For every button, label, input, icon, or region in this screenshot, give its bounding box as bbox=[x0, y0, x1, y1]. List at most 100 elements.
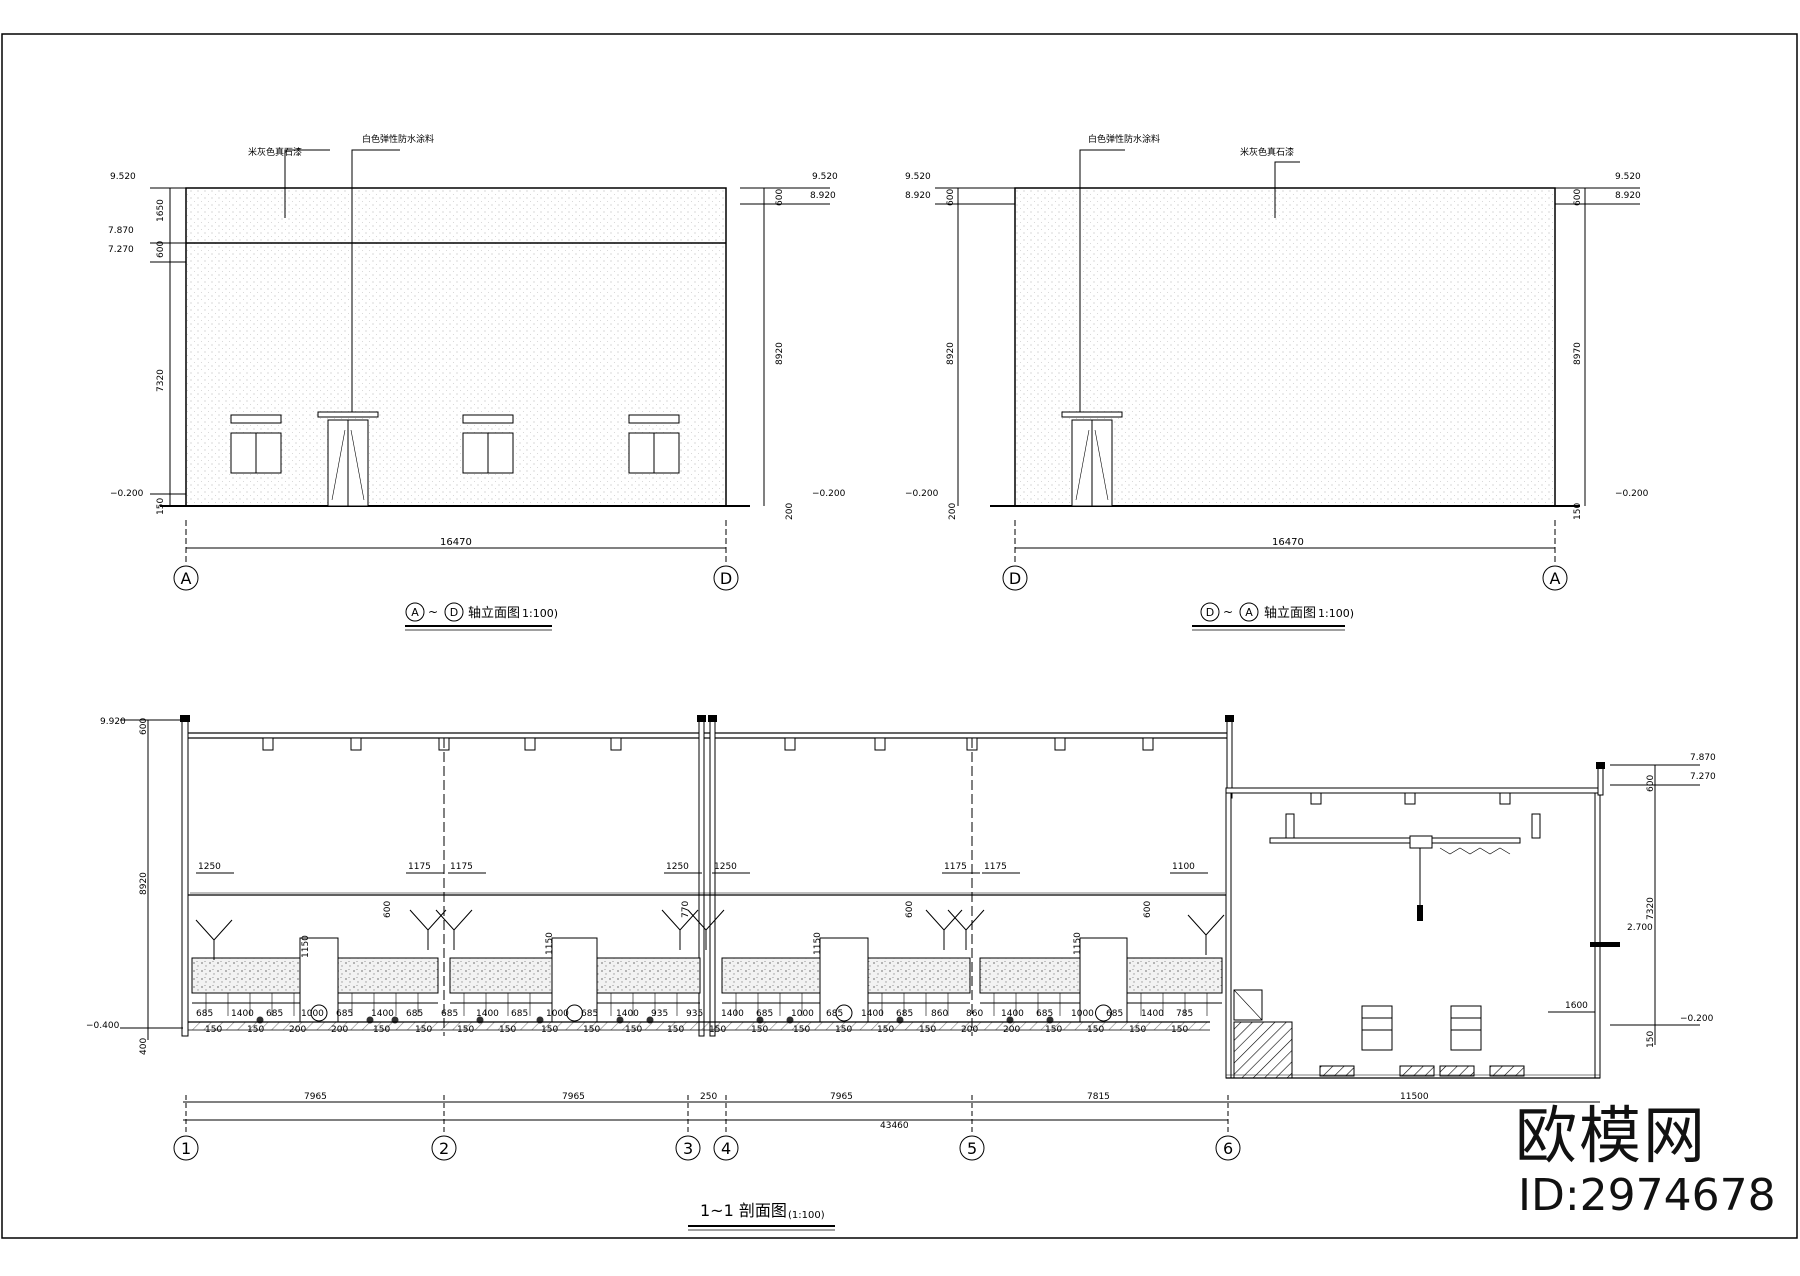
dim-text: 150 bbox=[1045, 1025, 1062, 1035]
dim-text: 1400 bbox=[1141, 1009, 1164, 1019]
dim-text: 685 bbox=[896, 1009, 913, 1019]
dim-text: 200 bbox=[785, 503, 795, 520]
dim-text: 400 bbox=[139, 1038, 149, 1055]
pipe bbox=[310, 1004, 328, 1022]
column bbox=[709, 717, 716, 1037]
dim-text: 1000 bbox=[301, 1009, 324, 1019]
level-label: 9.520 bbox=[110, 172, 136, 182]
collector bbox=[409, 909, 447, 931]
dim-text: 150 bbox=[877, 1025, 894, 1035]
collector bbox=[687, 909, 725, 931]
dim-text: 150 bbox=[1646, 1031, 1656, 1048]
annex-wall bbox=[1594, 792, 1601, 1079]
dim-text: 1400 bbox=[861, 1009, 884, 1019]
level-label: −0.200 bbox=[1615, 489, 1649, 499]
dim-text: 150 bbox=[667, 1025, 684, 1035]
dim-text: 150 bbox=[156, 498, 166, 515]
purlin bbox=[350, 737, 362, 751]
axis-label: A bbox=[1550, 569, 1561, 588]
dim-text: 200 bbox=[948, 503, 958, 520]
level-label: 7.870 bbox=[1690, 753, 1716, 763]
dim-text: 685 bbox=[196, 1009, 213, 1019]
elevation-a-d: 米灰色真石漆 白色弹性防水涂料 9.520 7.870 7.270 −0.200… bbox=[108, 133, 846, 631]
purlins bbox=[262, 737, 1511, 805]
leader-line bbox=[1079, 149, 1125, 412]
dim-text: 8920 bbox=[775, 342, 785, 365]
level-label: 9.920 bbox=[100, 717, 126, 727]
dim-text: 685 bbox=[1106, 1009, 1123, 1019]
axis-label: A bbox=[181, 569, 192, 588]
total-dim: 43460 bbox=[880, 1121, 909, 1131]
gravel-bed bbox=[1126, 957, 1223, 994]
level-label: 8.920 bbox=[1615, 191, 1641, 201]
dim-text: 1175 bbox=[408, 862, 431, 872]
axis-label: 3 bbox=[683, 1139, 693, 1158]
drawing-title: 轴立面图 bbox=[1264, 606, 1316, 621]
level-label: −0.200 bbox=[1680, 1014, 1714, 1024]
door bbox=[317, 411, 379, 507]
axis-label: 2 bbox=[439, 1139, 449, 1158]
dim-text: 150 bbox=[583, 1025, 600, 1035]
gravel-bed bbox=[337, 957, 439, 994]
axis-label: D bbox=[720, 569, 732, 588]
gravel-bed bbox=[191, 957, 301, 994]
drawing-scale: 1:100) bbox=[1318, 607, 1354, 620]
pump bbox=[1450, 1005, 1482, 1051]
dim-text: 150 bbox=[1171, 1025, 1188, 1035]
level-label: 2.700 bbox=[1627, 923, 1653, 933]
annex-roof bbox=[1225, 787, 1601, 794]
door bbox=[1061, 411, 1123, 507]
dim-text: 600 bbox=[1646, 775, 1656, 792]
dim-text: 1400 bbox=[371, 1009, 394, 1019]
purlin bbox=[1499, 792, 1511, 805]
dim-text: 685 bbox=[441, 1009, 458, 1019]
dim-text: 150 bbox=[247, 1025, 264, 1035]
collector bbox=[1187, 914, 1225, 936]
pipe bbox=[835, 1004, 853, 1022]
dim-text: 685 bbox=[406, 1009, 423, 1019]
title-axis: A bbox=[1245, 606, 1253, 619]
dim-text: 150 bbox=[1573, 503, 1583, 520]
note-mid: 白色弹性防水涂料 bbox=[362, 133, 434, 145]
dim-text: 685 bbox=[756, 1009, 773, 1019]
dim-text: 685 bbox=[266, 1009, 283, 1019]
level-label: −0.200 bbox=[905, 489, 939, 499]
dim-text: 150 bbox=[751, 1025, 768, 1035]
dim-text: 7320 bbox=[156, 369, 166, 392]
pipe bbox=[1095, 1004, 1112, 1022]
wall bbox=[181, 717, 189, 1037]
dim-text: 1150 bbox=[1073, 932, 1083, 955]
dim-text: 600 bbox=[156, 241, 166, 258]
dim-text: 150 bbox=[919, 1025, 936, 1035]
room-dim: 1600 bbox=[1565, 1001, 1588, 1011]
title-axis: D bbox=[450, 606, 458, 619]
bay-dim: 11500 bbox=[1400, 1092, 1429, 1102]
axis-bubble bbox=[1542, 565, 1568, 591]
dim-text: 935 bbox=[686, 1009, 703, 1019]
dim-text: 8920 bbox=[946, 342, 956, 365]
width-dim: 16470 bbox=[1272, 537, 1304, 548]
drawing-title: 轴立面图 bbox=[468, 606, 520, 621]
bay-dim: 7815 bbox=[1087, 1092, 1110, 1102]
purlin bbox=[874, 737, 886, 751]
note-top: 米灰色真石漆 bbox=[248, 146, 302, 158]
purlin bbox=[784, 737, 796, 751]
dim-text: 600 bbox=[775, 189, 785, 206]
window bbox=[230, 414, 282, 474]
brand-name: 欧模网 bbox=[1515, 1099, 1708, 1172]
leader-line bbox=[1274, 161, 1300, 218]
equipment-pit bbox=[1233, 1021, 1293, 1079]
axis-label: 6 bbox=[1223, 1139, 1233, 1158]
drawing-scale: 1:100) bbox=[522, 607, 558, 620]
dim-text: 1400 bbox=[1001, 1009, 1024, 1019]
dim-text: 685 bbox=[336, 1009, 353, 1019]
dim-text: 200 bbox=[289, 1025, 306, 1035]
dim-text: 1175 bbox=[450, 862, 473, 872]
dim-text: 600 bbox=[946, 189, 956, 206]
dim-text: 150 bbox=[625, 1025, 642, 1035]
dim-text: 1400 bbox=[476, 1009, 499, 1019]
tanks bbox=[191, 909, 1225, 1024]
dim-text: 860 bbox=[931, 1009, 948, 1019]
